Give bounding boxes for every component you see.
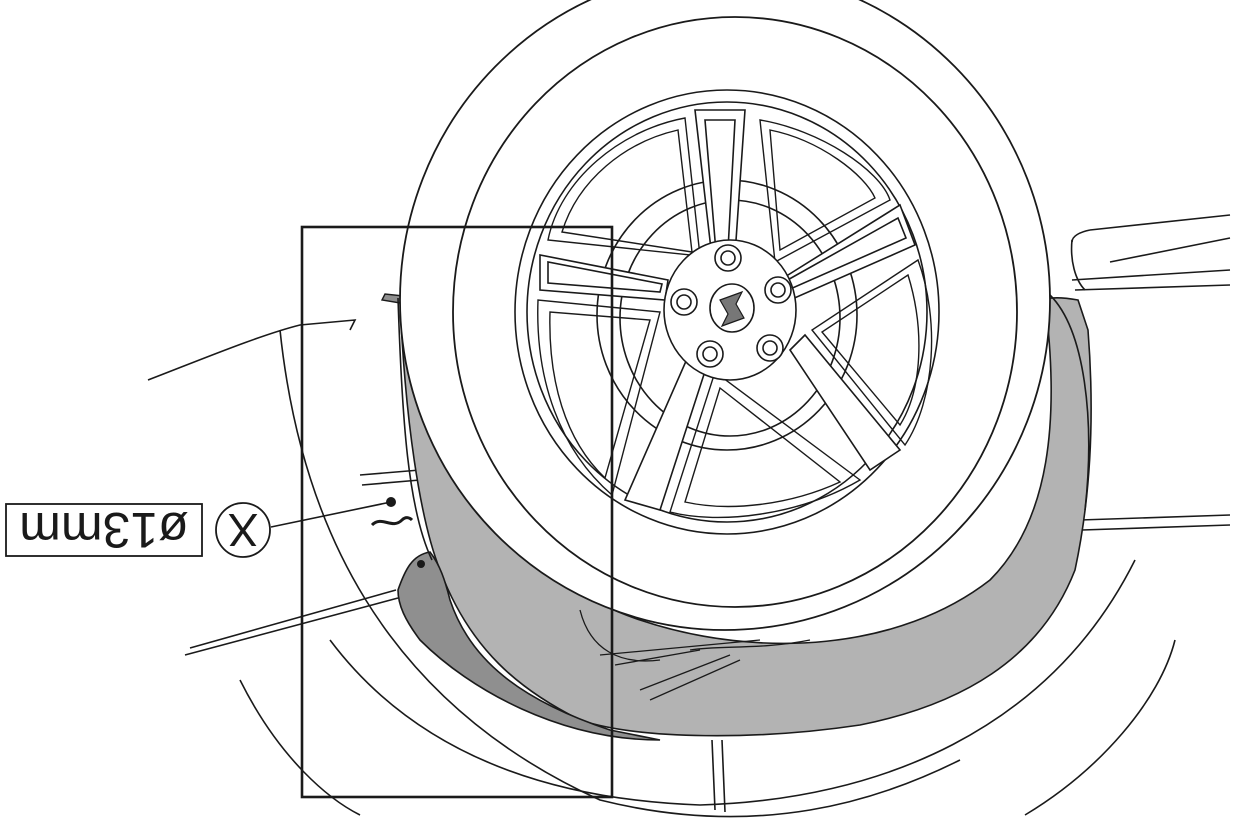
callout: X ø13mm [5,502,271,558]
detail-frame [300,225,614,799]
wheel-windows [537,117,933,519]
liner-edge-right [1049,294,1090,511]
callout-marker: X [228,504,259,556]
clip-location [370,497,414,527]
callout-marker-circle [215,502,271,558]
callout-leader [270,501,392,528]
dimension-box [5,503,203,557]
wheel-hub [663,239,797,381]
dimension-label: ø13mm [19,502,188,558]
emblem-icon [719,290,745,328]
wheel-arch-curves [239,329,1176,818]
body-panel-lines [147,214,1231,813]
lug-nuts [670,244,792,368]
wheel-spokes [539,109,917,511]
fender-liner [380,293,1092,741]
